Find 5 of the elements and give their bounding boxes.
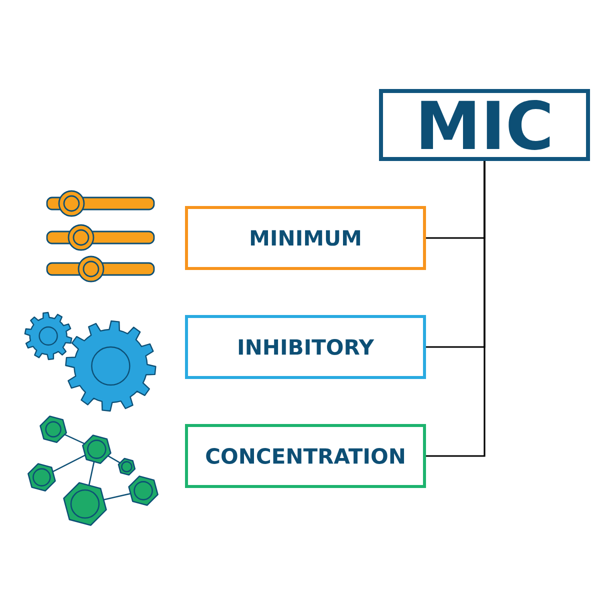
connector-line	[426, 161, 486, 457]
term-box: MINIMUM	[185, 206, 426, 270]
term-box: CONCENTRATION	[185, 424, 426, 488]
title-box: MIC	[379, 89, 590, 161]
term-box: INHIBITORY	[185, 315, 426, 379]
